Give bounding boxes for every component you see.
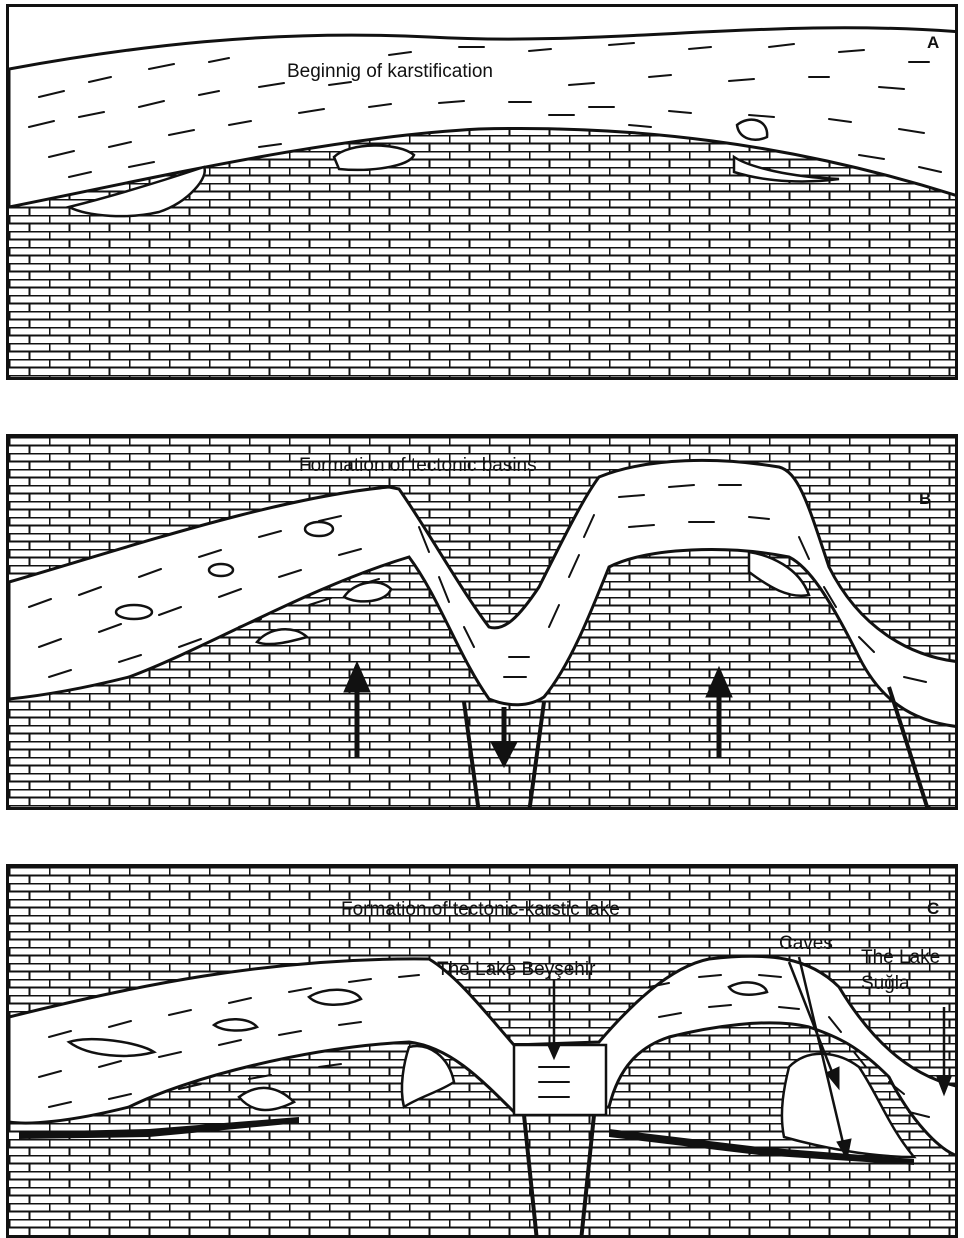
label-lake-sugla-line2: Suğla bbox=[861, 973, 910, 995]
label-lake-beysehir: The Lake Beyşehir bbox=[437, 959, 595, 981]
panel-a: Beginnig of karstification A bbox=[6, 4, 958, 380]
panel-a-title: Beginnig of karstification bbox=[287, 61, 493, 83]
panel-c: Formation of tectonic-karstic lake C The… bbox=[6, 864, 958, 1238]
lake-beysehir-water bbox=[514, 1045, 606, 1115]
panel-b-title: Formation of tectonic basins bbox=[299, 455, 537, 477]
panel-a-letter: A bbox=[927, 33, 939, 53]
panel-b-drawing bbox=[9, 437, 958, 810]
panel-c-drawing bbox=[9, 867, 958, 1238]
label-caves: Caves bbox=[779, 933, 833, 955]
panel-c-title: Formation of tectonic-karstic lake bbox=[341, 899, 620, 921]
label-lake-sugla-line1: The Lake bbox=[861, 947, 940, 969]
panel-b: Formation of tectonic basins B bbox=[6, 434, 958, 810]
panel-b-letter: B bbox=[919, 489, 931, 509]
panel-c-letter: C bbox=[927, 899, 939, 919]
